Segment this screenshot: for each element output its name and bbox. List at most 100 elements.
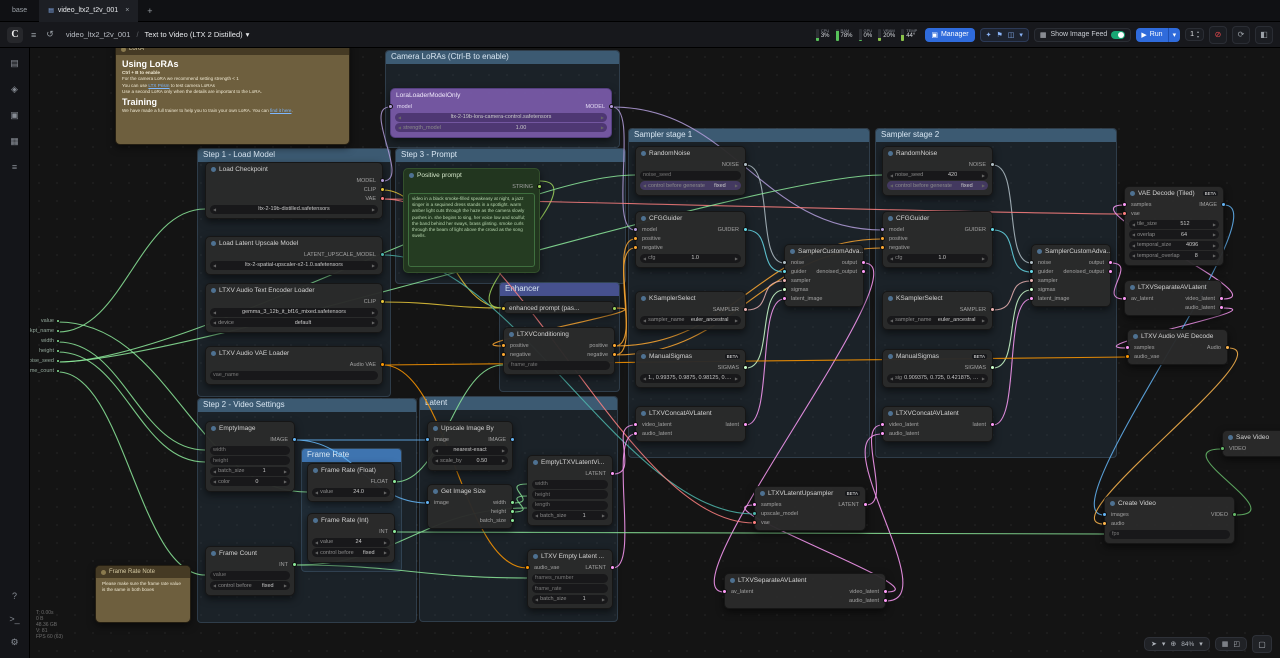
menu-icon[interactable]: ≡ (31, 29, 37, 40)
widget-value[interactable]: width (210, 445, 290, 455)
node-title[interactable]: LTXV Audio Text Encoder Loader (206, 284, 382, 297)
combo-right-arrow[interactable]: ▶ (601, 596, 605, 602)
sidebar-templates-icon[interactable]: ▦ (10, 136, 19, 146)
subgraph-output-port[interactable] (56, 369, 60, 373)
group-title[interactable]: Step 2 - Video Settings (198, 399, 416, 412)
interrupt-button[interactable]: ⊘ (1209, 25, 1227, 44)
group-title[interactable]: Sampler stage 1 (629, 129, 869, 142)
node-title[interactable]: Load Checkpoint (206, 163, 382, 176)
node-title[interactable]: SamplerCustomAdva... (785, 245, 863, 258)
sparkle-icon[interactable]: ✦ (985, 31, 992, 39)
note-link[interactable]: find it here (270, 107, 292, 113)
input-port-vae[interactable] (1122, 211, 1127, 216)
widget-value[interactable]: height (210, 456, 290, 465)
node-title[interactable]: RandomNoise (883, 147, 992, 160)
subgraph-output-port[interactable] (56, 329, 60, 333)
output-port-NOISE[interactable] (743, 162, 748, 167)
input-port-noise[interactable] (782, 260, 787, 265)
input-port-VIDEO[interactable] (1220, 446, 1225, 451)
minimap-toggle[interactable]: ▢ (1252, 635, 1272, 653)
output-port-SIGMAS[interactable] (990, 365, 995, 370)
combo-right-arrow[interactable]: ▶ (371, 320, 375, 325)
node-title[interactable]: EmptyImage (206, 422, 294, 435)
combo-left-arrow[interactable]: ◀ (890, 172, 894, 178)
combo-right-arrow[interactable]: ▶ (283, 479, 287, 484)
input-port-audio[interactable] (1102, 521, 1107, 526)
sidebar-help-icon[interactable]: ? (11, 591, 17, 601)
combo-right-arrow[interactable]: ▶ (600, 114, 604, 120)
node-title[interactable]: KSamplerSelect (883, 292, 992, 305)
flag-icon[interactable]: ⚑ (996, 31, 1003, 39)
output-port-GUIDER[interactable] (990, 227, 995, 232)
output-port-GUIDER[interactable] (743, 227, 748, 232)
input-port-negative[interactable] (501, 352, 506, 357)
node-title[interactable]: Save Video (1223, 431, 1280, 444)
manager-button[interactable]: ▣ Manager (925, 27, 975, 42)
input-port-noise[interactable] (1029, 260, 1034, 265)
combo-right-arrow[interactable]: ▶ (283, 583, 287, 588)
output-port-LATENT_UPSCALE_MODEL[interactable] (380, 252, 385, 257)
comfyui-logo[interactable]: C (7, 26, 23, 43)
widget-value[interactable]: vae_name (210, 370, 378, 380)
widget-value[interactable]: frame_rate (532, 584, 608, 593)
combo-left-arrow[interactable]: ◀ (643, 375, 647, 381)
output-port-SAMPLER[interactable] (990, 307, 995, 312)
combo-right-arrow[interactable]: ▶ (981, 317, 985, 323)
input-port-audio_latent[interactable] (880, 431, 885, 436)
subgraph-output-port[interactable] (56, 339, 60, 343)
combo-left-arrow[interactable]: ◀ (213, 309, 217, 315)
run-options-caret[interactable]: ▾ (1167, 27, 1181, 42)
combo-right-arrow[interactable]: ▶ (734, 317, 738, 323)
combo-left-arrow[interactable]: ◀ (435, 458, 439, 463)
node-title[interactable]: LTXVSeparateAVLatent (1125, 281, 1221, 294)
widget-value[interactable]: value (210, 570, 290, 580)
pointer-tool-icon[interactable]: ➤ (1150, 641, 1157, 648)
combo-left-arrow[interactable]: ◀ (1132, 253, 1136, 258)
node-title[interactable]: Frame Count (206, 547, 294, 560)
combo-left-arrow[interactable]: ◀ (890, 375, 894, 381)
input-port-guider[interactable] (1029, 269, 1034, 274)
output-port-denoised_output[interactable] (1108, 269, 1113, 274)
output-port-INT[interactable] (392, 529, 397, 534)
output-port-negative[interactable] (612, 352, 617, 357)
output-port-height[interactable] (510, 509, 515, 514)
map-icon[interactable]: ◰ (1233, 641, 1240, 648)
combo-right-arrow[interactable]: ▶ (371, 206, 375, 212)
note-title[interactable]: Frame Rate Note (96, 566, 190, 578)
node-title[interactable]: SamplerCustomAdva... (1032, 245, 1110, 258)
node-title[interactable]: Frame Rate (Int) (308, 514, 394, 527)
group-title[interactable]: Camera LoRAs (Ctrl-B to enable) (386, 51, 619, 64)
combo-left-arrow[interactable]: ◀ (643, 317, 647, 323)
output-port-video_latent[interactable] (883, 589, 888, 594)
group-title[interactable]: Step 1 - Load Model (198, 149, 390, 162)
node-title[interactable]: enhanced prompt (pas... (504, 302, 614, 315)
input-port-latent_image[interactable] (782, 296, 787, 301)
run-button[interactable]: ▶ Run ▾ (1136, 27, 1181, 42)
node-title[interactable]: LTXV Audio VAE Decode (1128, 330, 1227, 343)
output-port-IMAGE[interactable] (1221, 202, 1226, 207)
output-port-latent[interactable] (990, 422, 995, 427)
combo-right-arrow[interactable]: ▶ (283, 468, 287, 474)
output-port-IMAGE[interactable] (292, 437, 297, 442)
